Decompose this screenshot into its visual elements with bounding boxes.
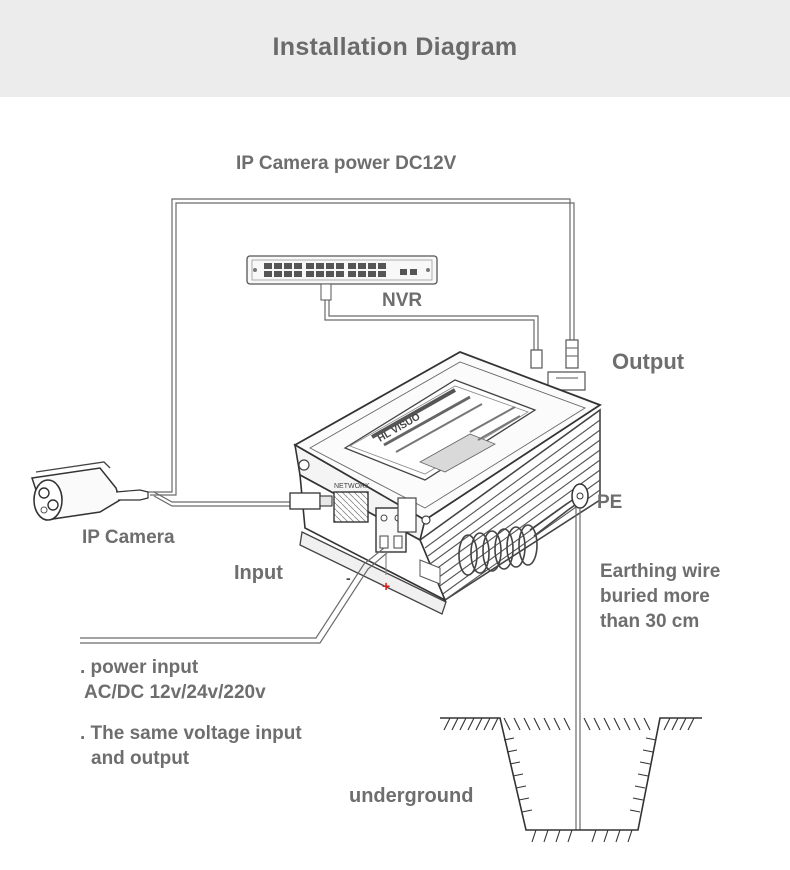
header-banner: Installation Diagram: [0, 0, 790, 97]
label-plus: +: [382, 578, 391, 594]
power-terminal: [375, 497, 417, 553]
label-earthing-2: buried more: [600, 586, 710, 607]
label-earthing-1: Earthing wire: [600, 561, 721, 582]
nvr-cable: [324, 300, 539, 352]
ground-trench: [440, 717, 702, 843]
label-output: Output: [612, 349, 685, 374]
camera-power-wire: [146, 198, 575, 496]
input-power-wire: [80, 547, 389, 644]
label-ip-camera: IP Camera: [82, 527, 175, 548]
label-nvr: NVR: [382, 290, 423, 311]
pe-lug: [571, 483, 589, 509]
network-port-label: NETWORK: [334, 483, 370, 490]
rj45-plug: [289, 492, 333, 510]
output-connectors: [530, 339, 586, 391]
label-ipcam-power: IP Camera power DC12V: [236, 153, 457, 174]
earthing-coil: [458, 494, 583, 576]
label-minus: -: [346, 570, 351, 586]
label-underground: underground: [349, 785, 474, 807]
nvr-switch: [246, 255, 438, 301]
label-power-input-1: . power input: [80, 657, 199, 678]
earthing-wire: [575, 508, 581, 830]
surge-protector-device: HL VISUO NETWORK: [293, 351, 602, 615]
label-pe: PE: [597, 492, 623, 513]
ip-camera-drawing: [31, 461, 149, 521]
network-port: NETWORK: [333, 483, 370, 523]
label-same-voltage-1: . The same voltage input: [80, 723, 302, 744]
page-title: Installation Diagram: [272, 33, 518, 61]
nvr-ports: [264, 263, 417, 277]
label-input: Input: [234, 562, 283, 584]
label-earthing-3: than 30 cm: [600, 611, 700, 632]
camera-network-cable: [153, 491, 294, 507]
label-power-input-2: AC/DC 12v/24v/220v: [84, 682, 266, 703]
label-same-voltage-2: and output: [91, 748, 190, 769]
